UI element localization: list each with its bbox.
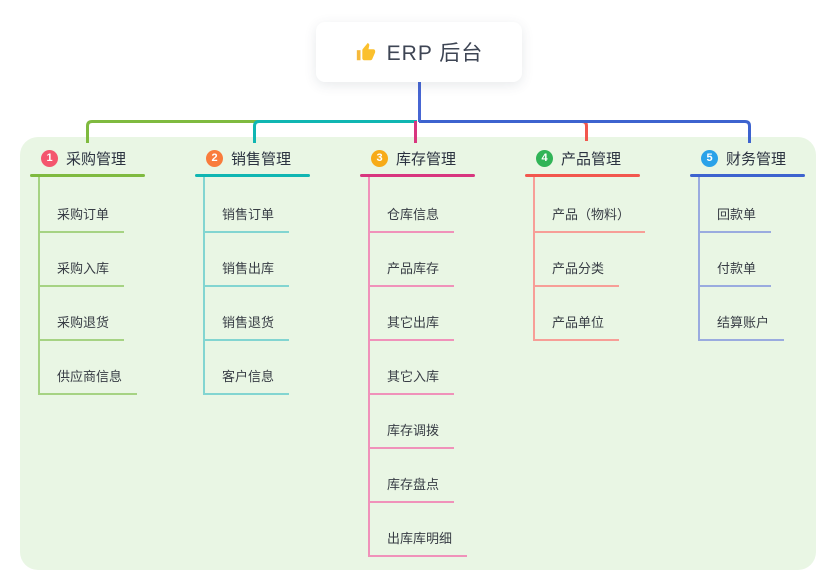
node-product-unit[interactable]: 产品单位 xyxy=(533,314,620,341)
branch-1-badge: 1 xyxy=(41,150,58,167)
branch-5-underline xyxy=(690,174,805,177)
node-outbound-detail[interactable]: 出库库明细 xyxy=(368,530,468,557)
node-other-outbound[interactable]: 其它出库 xyxy=(368,314,455,341)
branch-2-underline xyxy=(195,174,310,177)
node-stock-taking[interactable]: 库存盘点 xyxy=(368,476,455,503)
branch-sales: 2 销售管理 销售订单 销售出库 销售退货 客户信息 xyxy=(195,0,365,588)
branch-5-stem xyxy=(698,177,700,341)
branch-4-label: 产品管理 xyxy=(561,151,622,168)
branch-purchase-node[interactable]: 1 采购管理 xyxy=(30,148,126,169)
branch-1-underline xyxy=(30,174,145,177)
branch-2-badge: 2 xyxy=(206,150,223,167)
branch-3-underline xyxy=(360,174,475,177)
node-customer-info[interactable]: 客户信息 xyxy=(203,368,290,395)
node-sales-order[interactable]: 销售订单 xyxy=(203,206,290,233)
branch-3-stem xyxy=(368,177,370,557)
branch-inventory: 3 库存管理 仓库信息 产品库存 其它出库 其它入库 库存调拨 库存盘点 出库库… xyxy=(360,0,530,588)
branches-background-panel xyxy=(20,137,816,570)
node-product-category[interactable]: 产品分类 xyxy=(533,260,620,287)
node-stock-transfer[interactable]: 库存调拨 xyxy=(368,422,455,449)
node-payment-bill[interactable]: 付款单 xyxy=(698,260,772,287)
branch-sales-node[interactable]: 2 销售管理 xyxy=(195,148,291,169)
node-supplier-info[interactable]: 供应商信息 xyxy=(38,368,138,395)
node-sales-outbound[interactable]: 销售出库 xyxy=(203,260,290,287)
branch-4-underline xyxy=(525,174,640,177)
branch-product-node[interactable]: 4 产品管理 xyxy=(525,148,621,169)
branch-inventory-node[interactable]: 3 库存管理 xyxy=(360,148,456,169)
node-warehouse-info[interactable]: 仓库信息 xyxy=(368,206,455,233)
branch-5-badge: 5 xyxy=(701,150,718,167)
branch-finance-node[interactable]: 5 财务管理 xyxy=(690,148,786,169)
branch-5-label: 财务管理 xyxy=(726,151,787,168)
branch-purchase: 1 采购管理 采购订单 采购入库 采购退货 供应商信息 xyxy=(30,0,200,588)
node-product-stock[interactable]: 产品库存 xyxy=(368,260,455,287)
node-product-material[interactable]: 产品（物料） xyxy=(533,206,646,233)
branch-1-label: 采购管理 xyxy=(66,151,127,168)
node-sales-return[interactable]: 销售退货 xyxy=(203,314,290,341)
root-node-title: ERP 后台 xyxy=(386,42,484,65)
node-purchase-order[interactable]: 采购订单 xyxy=(38,206,125,233)
branch-4-badge: 4 xyxy=(536,150,553,167)
thumbs-up-icon xyxy=(355,41,377,63)
root-node-erp-backend[interactable]: ERP 后台 xyxy=(316,22,522,82)
node-receipt-bill[interactable]: 回款单 xyxy=(698,206,772,233)
node-settlement-account[interactable]: 结算账户 xyxy=(698,314,785,341)
node-purchase-return[interactable]: 采购退货 xyxy=(38,314,125,341)
node-purchase-inbound[interactable]: 采购入库 xyxy=(38,260,125,287)
branch-2-label: 销售管理 xyxy=(231,151,292,168)
node-other-inbound[interactable]: 其它入库 xyxy=(368,368,455,395)
branch-3-label: 库存管理 xyxy=(396,151,457,168)
branch-finance: 5 财务管理 回款单 付款单 结算账户 xyxy=(690,0,839,588)
branch-3-badge: 3 xyxy=(371,150,388,167)
branch-product: 4 产品管理 产品（物料） 产品分类 产品单位 xyxy=(525,0,695,588)
branch-4-stem xyxy=(533,177,535,341)
